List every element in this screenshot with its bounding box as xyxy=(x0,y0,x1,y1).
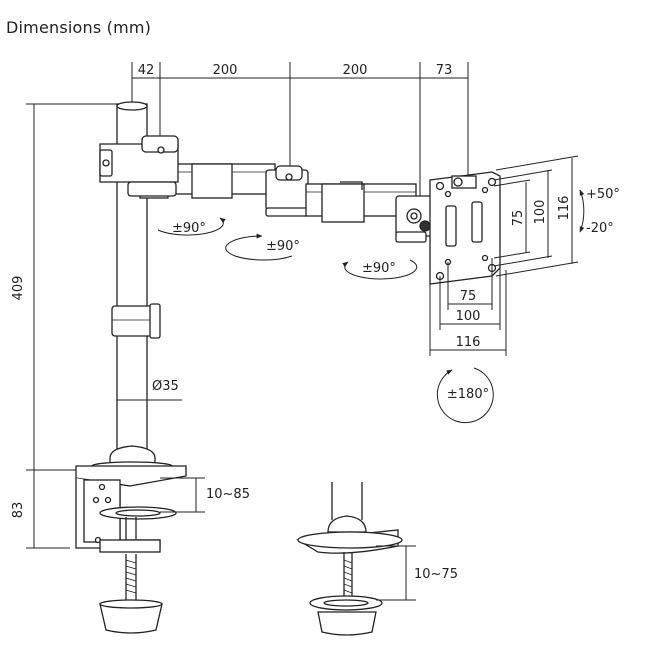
clamp-range-dim-1 xyxy=(160,477,205,513)
screw-threads xyxy=(125,559,137,594)
tilt-down-label: -20° xyxy=(586,221,614,236)
vesa-bottom-116: 116 xyxy=(456,335,481,350)
dim-409: 409 xyxy=(11,276,26,301)
diagram-title: Dimensions (mm) xyxy=(6,18,152,37)
dim-200-b: 200 xyxy=(343,63,368,78)
pole-collar xyxy=(111,303,161,339)
vesa-right-dims xyxy=(493,155,579,277)
dim-83: 83 xyxy=(11,502,26,519)
clamp-range-label-2: 10~75 xyxy=(414,567,458,582)
dim-73: 73 xyxy=(436,63,453,78)
top-dimension-lines xyxy=(131,62,469,196)
vesa-bottom-100: 100 xyxy=(456,309,481,324)
vesa-right-100: 100 xyxy=(533,200,548,225)
swivel-label-1: ±90° xyxy=(172,221,206,236)
vesa-plate xyxy=(429,171,501,285)
grommet-threads xyxy=(343,559,353,594)
vesa-right-116: 116 xyxy=(557,196,572,221)
clamp-range-dim-2 xyxy=(376,545,416,601)
clamp-range-label-1: 10~85 xyxy=(206,487,250,502)
middle-joint xyxy=(265,165,309,217)
swivel-arcs xyxy=(157,217,418,280)
swivel-label-3: ±90° xyxy=(362,261,396,276)
rotation-label: ±180° xyxy=(447,387,489,402)
swivel-label-2: ±90° xyxy=(266,239,300,254)
tilt-up-label: +50° xyxy=(586,187,620,202)
first-joint xyxy=(99,135,179,197)
clamp-screw xyxy=(99,506,177,634)
vesa-bottom-75: 75 xyxy=(460,289,477,304)
vesa-bottom-dims xyxy=(429,258,507,356)
tilt-arc xyxy=(579,189,585,233)
dim-42: 42 xyxy=(138,63,155,78)
dim-200-a: 200 xyxy=(213,63,238,78)
rotation-arc xyxy=(436,367,494,424)
pole-diameter-label: Ø35 xyxy=(152,379,179,394)
grommet-mount xyxy=(295,482,403,636)
left-dimension-lines xyxy=(26,103,128,549)
vesa-right-75: 75 xyxy=(511,210,526,227)
head-joint xyxy=(395,195,433,243)
desk-base xyxy=(75,445,187,553)
